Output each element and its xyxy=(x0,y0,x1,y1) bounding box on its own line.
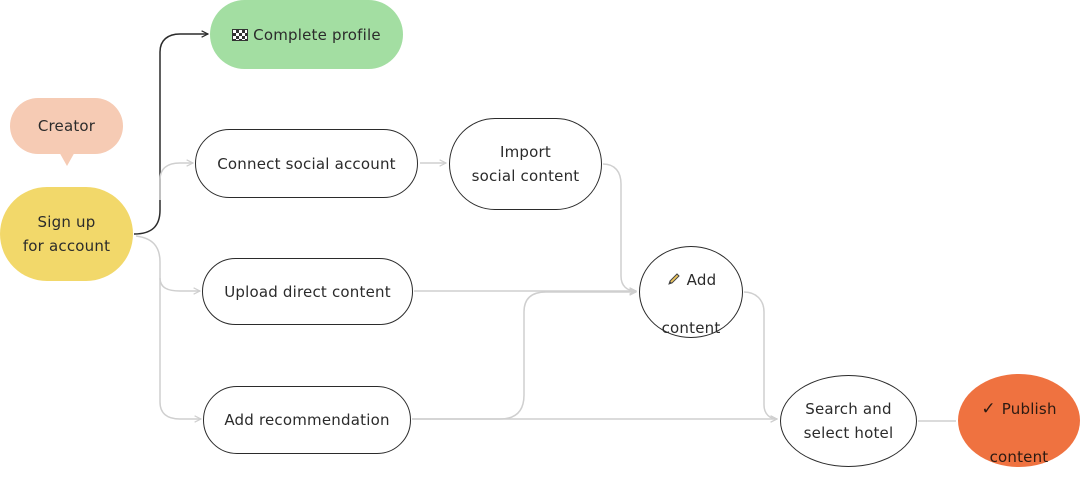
connect-social-label: Connect social account xyxy=(217,154,396,173)
check-icon: ✓ xyxy=(981,398,996,419)
speech-bubble-tail xyxy=(58,150,76,166)
publish-content-text: ✓ Publish content xyxy=(981,349,1056,493)
node-add-recommendation[interactable]: Add recommendation xyxy=(203,386,411,454)
edge-signup-to-complete-profile xyxy=(133,34,208,235)
edge-signup-to-upload-direct xyxy=(135,235,200,291)
edge-recommendation-to-add-content xyxy=(412,292,636,420)
node-search-and-select-hotel[interactable]: Search and select hotel xyxy=(780,375,917,467)
node-import-social-content[interactable]: Import social content xyxy=(449,118,602,210)
node-add-content[interactable]: Add content xyxy=(639,246,743,338)
node-complete-profile[interactable]: Complete profile xyxy=(210,0,403,69)
add-content-line1: Add xyxy=(662,244,721,292)
publish-label-line1: Publish xyxy=(1001,399,1057,418)
edge-signup-to-add-recommendation xyxy=(159,278,201,419)
publish-line1: ✓ Publish xyxy=(981,373,1056,421)
sign-up-label: Sign up for account xyxy=(22,213,111,255)
node-upload-direct-content[interactable]: Upload direct content xyxy=(202,258,413,325)
search-hotel-label: Search and select hotel xyxy=(803,400,894,442)
add-content-text: Add content xyxy=(662,220,721,364)
node-publish-content[interactable]: ✓ Publish content xyxy=(958,374,1080,467)
add-content-label-line2: content xyxy=(661,319,721,337)
pencil-icon xyxy=(667,273,680,285)
checkered-flag-icon xyxy=(232,28,249,41)
node-connect-social-account[interactable]: Connect social account xyxy=(195,129,418,198)
edge-import-to-add-content xyxy=(602,163,636,291)
upload-direct-label: Upload direct content xyxy=(224,282,391,301)
import-social-label: Import social content xyxy=(471,143,580,185)
add-content-label-line1: Add xyxy=(686,271,717,289)
creator-label: Creator xyxy=(37,117,96,135)
complete-profile-label: Complete profile xyxy=(253,25,381,44)
creator-speech-bubble: Creator xyxy=(10,98,123,154)
add-recommendation-label: Add recommendation xyxy=(224,411,390,429)
flow-connectors xyxy=(133,0,956,467)
node-sign-up-for-account[interactable]: Sign up for account xyxy=(0,187,133,281)
edge-add-content-to-search-hotel xyxy=(743,291,777,419)
publish-label-line2: content xyxy=(989,447,1049,466)
edge-signup-to-connect-social xyxy=(159,163,193,200)
